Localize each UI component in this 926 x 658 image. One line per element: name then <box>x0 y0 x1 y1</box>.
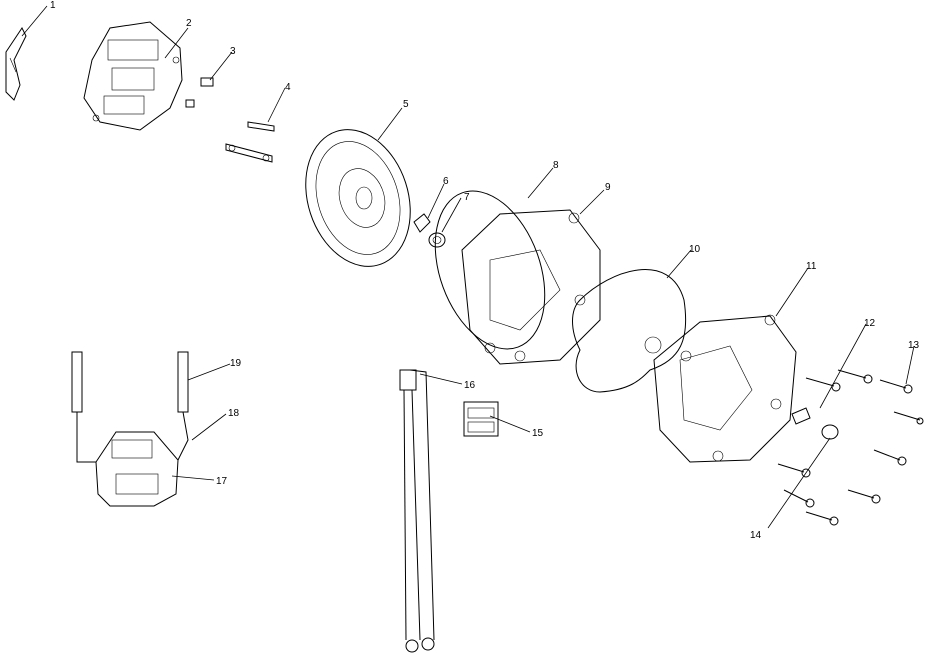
part-gasket <box>572 269 687 393</box>
callout-labels: 1 2 3 4 5 6 7 8 9 10 11 12 13 14 15 16 1… <box>50 0 920 541</box>
part-wire-harness <box>399 369 435 653</box>
callout-18: 18 <box>228 408 240 419</box>
callout-3: 3 <box>230 46 236 57</box>
callout-5: 5 <box>403 99 409 110</box>
callout-14: 14 <box>750 530 762 541</box>
callout-12: 12 <box>864 318 876 329</box>
callout-4: 4 <box>285 82 291 93</box>
callout-16: 16 <box>464 380 476 391</box>
part-clip <box>791 407 839 440</box>
part-bolts-lower <box>777 463 839 526</box>
part-outer-cover <box>653 314 797 463</box>
part-flywheel <box>305 129 411 267</box>
callout-19: 19 <box>230 358 242 369</box>
callout-11: 11 <box>806 261 817 272</box>
part-nut <box>185 77 214 108</box>
callout-17: 17 <box>216 476 228 487</box>
part-regulator <box>463 401 499 437</box>
part-bracket <box>5 27 27 101</box>
callout-6: 6 <box>443 176 449 187</box>
part-stator <box>83 21 183 131</box>
part-bolts <box>805 369 924 504</box>
part-washer <box>428 232 446 248</box>
callout-8: 8 <box>553 160 559 171</box>
part-pulser-coil <box>95 431 179 507</box>
callout-15: 15 <box>532 428 544 439</box>
callout-2: 2 <box>186 18 192 29</box>
callout-1: 1 <box>50 0 56 11</box>
callout-13: 13 <box>908 340 920 351</box>
leader-lines <box>21 5 915 529</box>
callout-10: 10 <box>689 244 701 255</box>
part-inner-cover <box>461 209 601 365</box>
part-key <box>413 213 431 233</box>
part-screws <box>225 121 275 163</box>
part-leads <box>71 351 189 463</box>
part-gasket-large <box>434 190 546 350</box>
callout-9: 9 <box>605 182 611 193</box>
callout-7: 7 <box>464 192 470 203</box>
